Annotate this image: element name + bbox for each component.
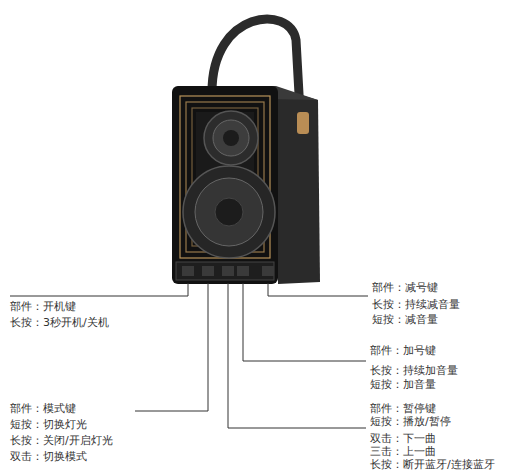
callout-text: 部件：模式键 [10,402,76,415]
front-panel [172,86,278,284]
callout-text: 长按：持续加音量 [370,364,458,377]
callout-text: 长按：持续减音量 [372,298,460,311]
callout-text: 部件：加号键 [370,344,436,357]
callout-text: 短按：切换灯光 [10,418,87,431]
button-strip [176,262,274,280]
buttons [182,266,274,276]
callout-text: 短按：播放/暂停 [370,415,451,428]
callout-text: 长按：断开蓝牙/连接蓝牙 [370,458,495,471]
callout-text: 双击：下一曲 [370,432,436,445]
callout-text: 部件：开机键 [10,300,76,313]
callout-text: 短按：减音量 [372,313,438,326]
callout-text: 三击：上一曲 [370,445,436,458]
callout-text: 长按：3秒开机/关机 [10,316,109,329]
buckle [297,112,309,134]
woofer [183,166,275,258]
tweeter [204,111,258,165]
callout-text: 部件：减号键 [372,281,438,294]
callout-text: 长按：关闭/开启灯光 [10,434,113,447]
side-panel [276,88,320,284]
callout-text: 部件：暂停键 [370,402,436,415]
callout-text: 双击：切换模式 [10,450,87,463]
callout-text: 短按：加音量 [370,378,436,391]
leader-lines [10,283,368,428]
